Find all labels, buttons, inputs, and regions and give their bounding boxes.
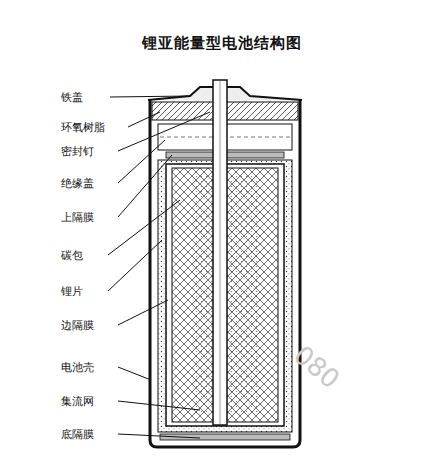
part-label: 密封钉 (60, 144, 95, 159)
diagram-title: 锂亚能量型电池结构图 (142, 34, 302, 53)
part-label: 底隔膜 (60, 427, 95, 442)
part-label: 绝缘盖 (60, 176, 95, 191)
part-label: 碳包 (60, 248, 84, 263)
part-label: 集流网 (60, 394, 95, 409)
part-label: 上隔膜 (60, 210, 95, 225)
watermark: 080 (288, 340, 345, 395)
part-label: 环氧树脂 (60, 120, 106, 135)
part-label: 铁盖 (60, 90, 84, 105)
part-label: 锂片 (60, 284, 84, 299)
part-label: 电池壳 (60, 360, 95, 375)
part-label: 边隔膜 (60, 318, 95, 333)
